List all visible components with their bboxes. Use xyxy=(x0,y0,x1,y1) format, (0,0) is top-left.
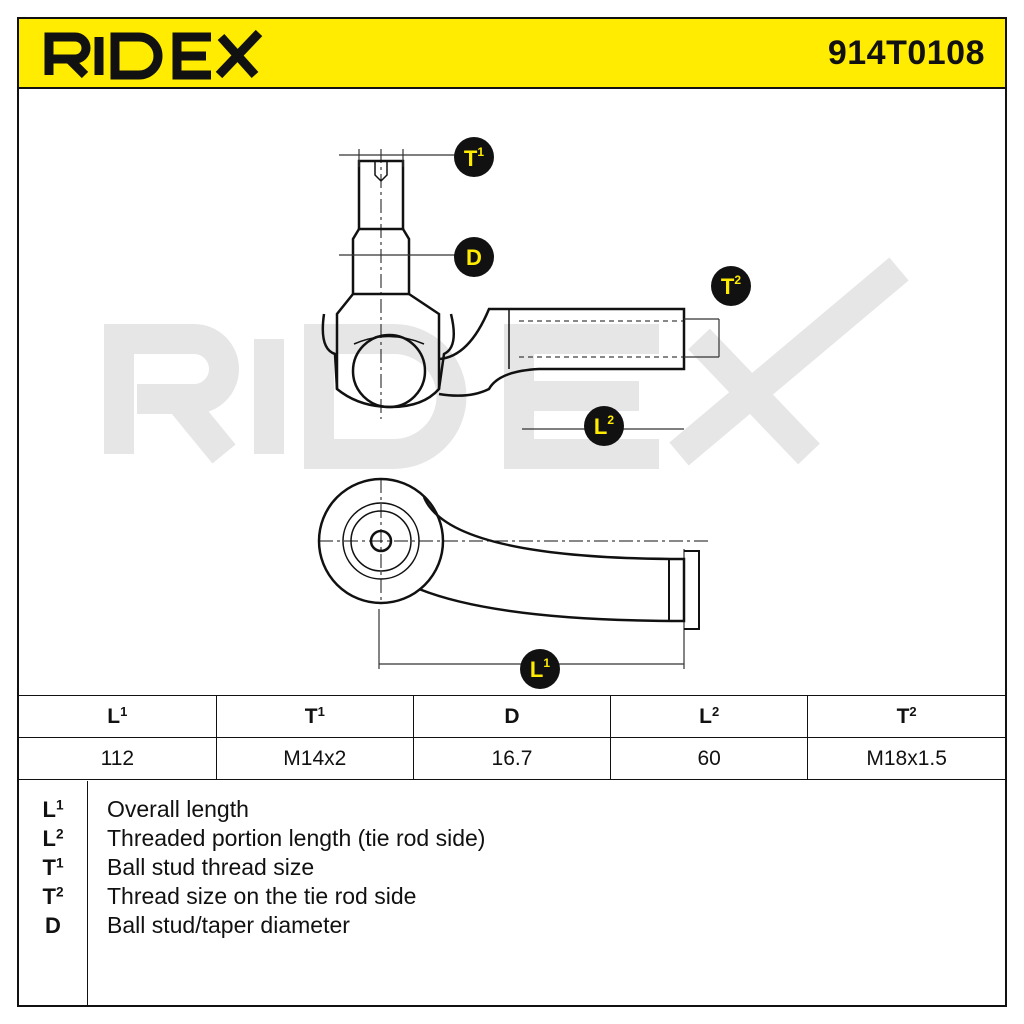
value-d: 16.7 xyxy=(412,737,612,780)
dimensions-header-row: L1 T1 D L2 T2 xyxy=(19,695,1005,738)
label-l2-badge: L2 xyxy=(584,406,624,446)
legend-key: L1 xyxy=(42,797,64,822)
label-t1-badge: T1 xyxy=(454,137,494,177)
legend-item: T2 Thread size on the tie rod side xyxy=(19,882,1005,911)
svg-text:T2: T2 xyxy=(721,273,741,299)
value-l1: 112 xyxy=(19,737,217,780)
watermark-logo xyxy=(104,257,909,469)
svg-text:L2: L2 xyxy=(594,413,614,439)
value-t1: M14x2 xyxy=(215,737,414,780)
legend-description: Ball stud thread size xyxy=(107,854,315,880)
top-view xyxy=(317,477,709,630)
part-number: 914T0108 xyxy=(827,34,985,72)
label-l1-badge: L1 xyxy=(520,649,560,689)
legend-key: T1 xyxy=(42,855,64,880)
legend-description: Thread size on the tie rod side xyxy=(107,883,417,909)
legend-key: T2 xyxy=(42,884,64,909)
legend-divider xyxy=(87,781,88,1007)
product-sheet: 914T0108 xyxy=(17,17,1007,1007)
technical-drawing: T1 D T2 L2 L1 xyxy=(19,89,1005,695)
header-bar: 914T0108 xyxy=(19,19,1005,89)
legend-item: L2 Threaded portion length (tie rod side… xyxy=(19,824,1005,853)
header-l1: L1 xyxy=(19,695,217,738)
svg-text:D: D xyxy=(466,245,482,270)
legend-key: L2 xyxy=(42,826,64,851)
header-t1: T1 xyxy=(215,695,414,738)
legend-description: Ball stud/taper diameter xyxy=(107,912,350,938)
label-t2-badge: T2 xyxy=(711,266,751,306)
svg-text:T1: T1 xyxy=(464,145,484,171)
legend-description: Overall length xyxy=(107,796,249,822)
svg-text:L1: L1 xyxy=(530,656,550,682)
header-d: D xyxy=(412,695,612,738)
legend-item: L1 Overall length xyxy=(19,795,1005,824)
value-l2: 60 xyxy=(610,737,809,780)
legend-key: D xyxy=(45,913,61,938)
value-t2: M18x1.5 xyxy=(807,737,1005,780)
tie-rod-end-drawing: T1 D T2 L2 L1 xyxy=(104,137,909,689)
legend-item: T1 Ball stud thread size xyxy=(19,853,1005,882)
dimensions-table: L1 T1 D L2 T2 112 M14x2 16.7 60 M18x1.5 xyxy=(19,695,1005,780)
header-t2: T2 xyxy=(807,695,1005,738)
legend-description: Threaded portion length (tie rod side) xyxy=(107,825,486,851)
header-l2: L2 xyxy=(610,695,809,738)
legend: L1 Overall length L2 Threaded portion le… xyxy=(19,781,1005,1007)
ridex-logo xyxy=(44,29,263,80)
side-view xyxy=(321,149,686,419)
label-d-badge: D xyxy=(454,237,494,277)
dimensions-value-row: 112 M14x2 16.7 60 M18x1.5 xyxy=(19,737,1005,780)
legend-item: D Ball stud/taper diameter xyxy=(19,911,1005,940)
